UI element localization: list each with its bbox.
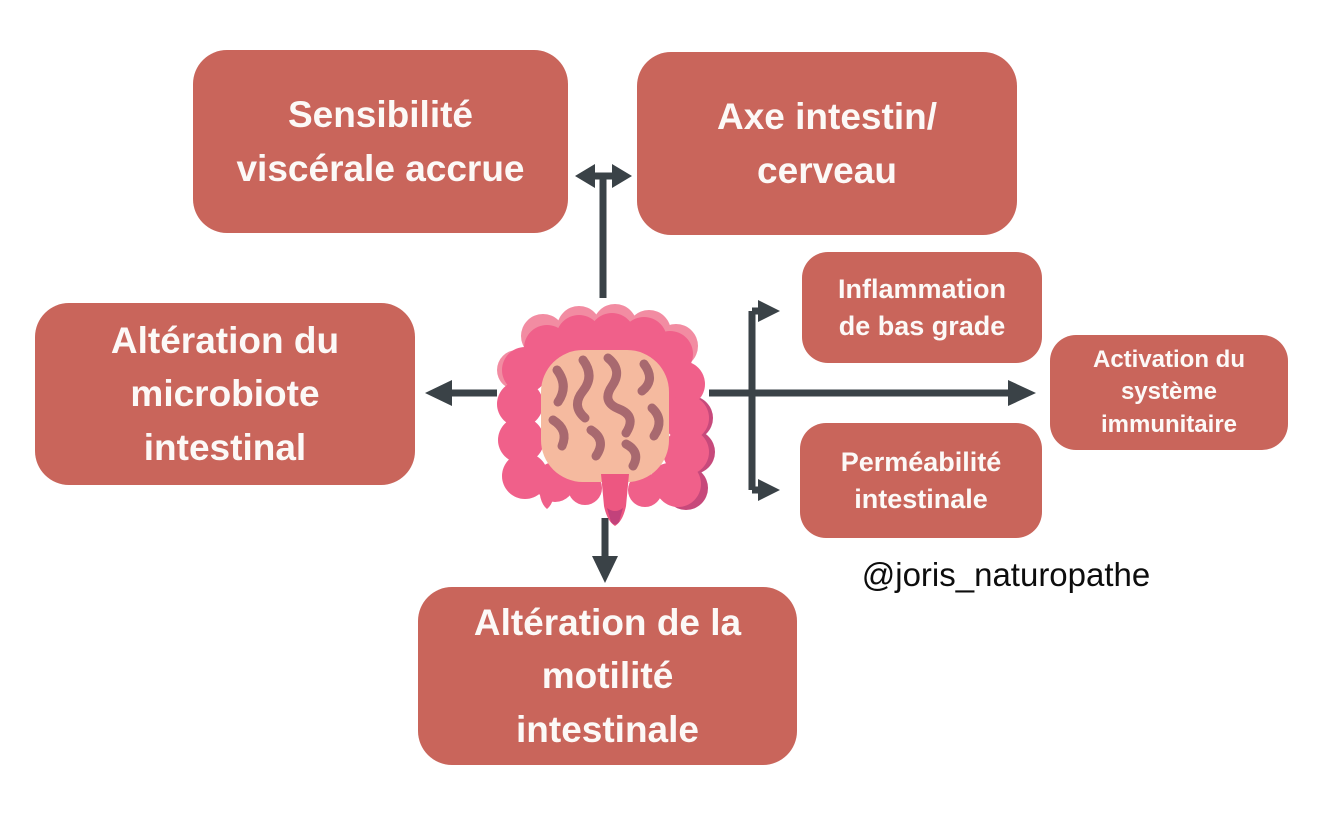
node-alteration-microbiote: Altération du microbiote intestinal <box>35 303 415 485</box>
node-permeabilite-intestinale: Perméabilité intestinale <box>800 423 1042 538</box>
credit-handle: @joris_naturopathe <box>861 556 1151 593</box>
node-label: Activation du système immunitaire <box>1092 345 1245 438</box>
node-label: Sensibilité viscérale accrue <box>236 93 525 189</box>
node-sensibilite-viscerale: Sensibilité viscérale accrue <box>193 50 568 233</box>
node-inflammation-bas-grade: Inflammation de bas grade <box>802 252 1042 363</box>
arrow-left <box>425 380 497 406</box>
node-activation-systeme-immunitaire: Activation du système immunitaire <box>1050 335 1288 450</box>
node-axe-intestin-cerveau: Axe intestin/ cerveau <box>637 52 1017 235</box>
node-label: Axe intestin/ cerveau <box>717 95 937 191</box>
node-label: Perméabilité intestinale <box>840 447 1002 514</box>
arrow-top-bidirectional <box>575 164 632 298</box>
node-alteration-motilite: Altération de la motilité intestinale <box>418 587 797 765</box>
node-label: Inflammation de bas grade <box>837 274 1006 341</box>
node-label: Altération du microbiote intestinal <box>110 319 340 468</box>
node-label: Altération de la motilité intestinale <box>473 601 742 750</box>
arrow-right-main <box>709 380 1036 406</box>
arrow-right-branch <box>748 300 780 501</box>
intestine-icon <box>497 304 715 526</box>
